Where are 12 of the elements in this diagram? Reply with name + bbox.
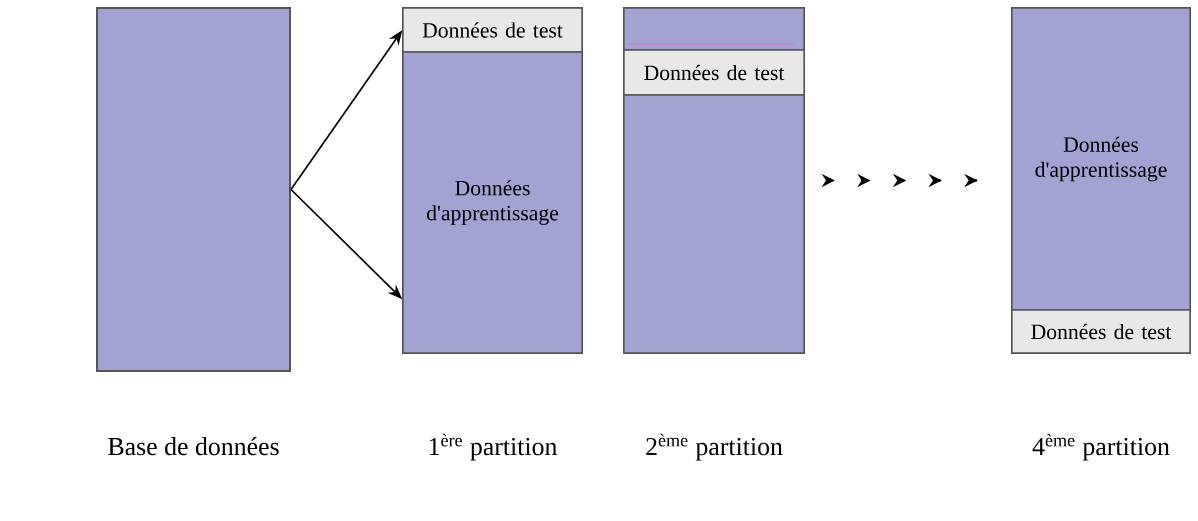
partition-caption: 4$^{ème}$ partition [1032, 433, 1170, 461]
bar [623, 7, 805, 51]
partition-caption: 1$^{ère}$ partition [429, 433, 558, 461]
training-data-area [623, 94, 805, 354]
test-data-band: Données de test [1011, 309, 1191, 354]
database-box [96, 7, 291, 372]
test-data-band: Données de test [623, 49, 805, 96]
partition-caption: 2$^{ème}$ partition [646, 433, 783, 461]
training-data-area: Données d'apprentissage [1011, 7, 1191, 311]
test-data-band: Données de test [402, 7, 583, 53]
partition-caption: Base de données [108, 437, 279, 456]
training-data-area: Données d'apprentissage [402, 51, 583, 354]
